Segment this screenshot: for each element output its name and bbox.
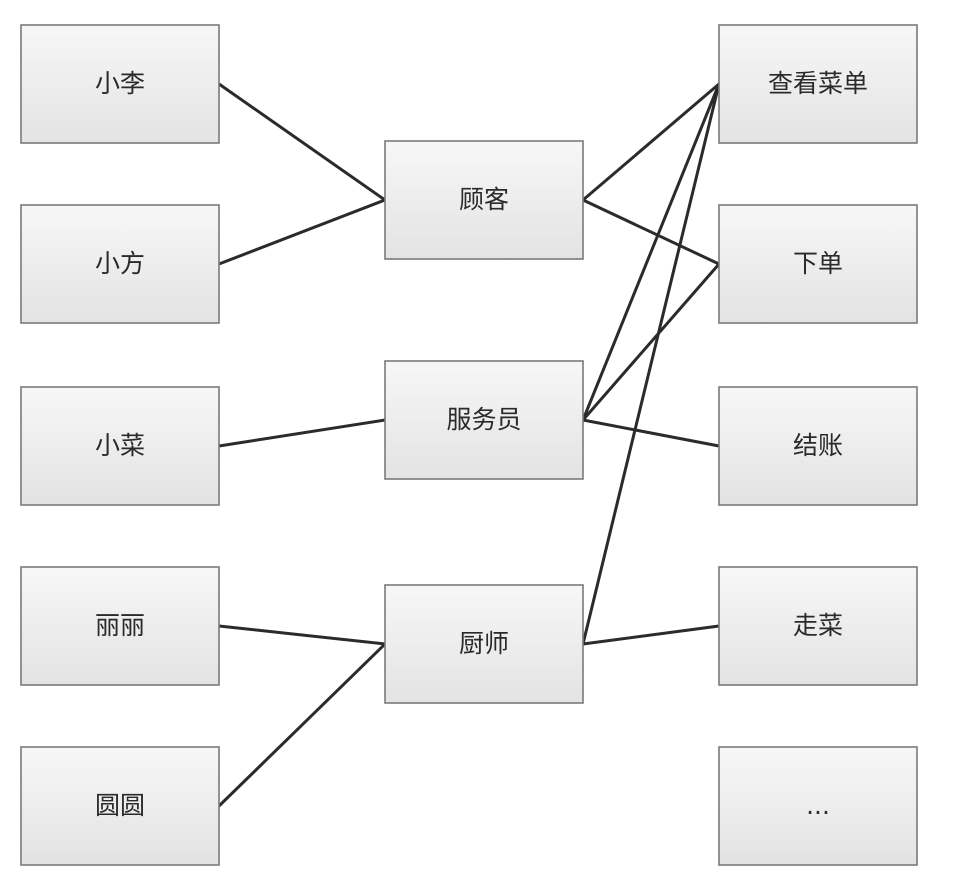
user-label: 小菜 — [95, 431, 145, 460]
edge-yuanyuan-to-chef — [217, 642, 387, 808]
role-node-waiter: 服务员 — [384, 360, 584, 480]
permission-box — [718, 204, 918, 324]
role-node-customer: 顾客 — [384, 140, 584, 260]
edge-xiaofang-to-customer — [217, 198, 387, 266]
permission-node-serve: 走菜 — [718, 566, 918, 686]
role-label: 厨师 — [459, 629, 509, 658]
edge-waiter-to-order — [581, 262, 721, 422]
permission-box — [718, 746, 918, 866]
permission-node-checkout: 结账 — [718, 386, 918, 506]
role-label: 服务员 — [446, 405, 521, 434]
edge-customer-to-view-menu — [581, 82, 721, 202]
connector-lines — [217, 82, 721, 808]
edge-waiter-to-checkout — [581, 418, 721, 448]
role-box — [384, 584, 584, 704]
user-box — [20, 204, 220, 324]
role-node-chef: 厨师 — [384, 584, 584, 704]
user-node-xiaoli: 小李 — [20, 24, 220, 144]
user-node-yuanyuan: 圆圆 — [20, 746, 220, 866]
user-node-xiaocai: 小菜 — [20, 386, 220, 506]
edge-xiaoli-to-customer — [217, 82, 387, 202]
role-label: 顾客 — [459, 185, 509, 214]
edge-chef-to-serve — [581, 624, 721, 646]
edge-customer-to-order — [581, 198, 721, 266]
user-label: 圆圆 — [95, 791, 145, 820]
user-label: 小李 — [95, 69, 145, 98]
edge-lili-to-chef — [217, 624, 387, 646]
user-node-xiaofang: 小方 — [20, 204, 220, 324]
role-box — [384, 140, 584, 260]
permission-label: 下单 — [793, 249, 843, 278]
permission-node-more: ... — [718, 746, 918, 866]
user-box — [20, 746, 220, 866]
permission-label: 查看菜单 — [768, 69, 868, 98]
permission-node-view-menu: 查看菜单 — [718, 24, 918, 144]
permission-label: 走菜 — [793, 611, 843, 640]
permission-box — [718, 24, 918, 144]
permission-node-order: 下单 — [718, 204, 918, 324]
permission-label: ... — [806, 791, 830, 820]
user-box — [20, 386, 220, 506]
role-box — [384, 360, 584, 480]
permission-box — [718, 566, 918, 686]
user-box — [20, 24, 220, 144]
user-box — [20, 566, 220, 686]
user-node-lili: 丽丽 — [20, 566, 220, 686]
user-label: 小方 — [95, 249, 145, 278]
edge-xiaocai-to-waiter — [217, 418, 387, 448]
user-label: 丽丽 — [95, 611, 145, 640]
permission-label: 结账 — [793, 431, 843, 460]
edge-chef-to-view-menu — [581, 82, 721, 646]
edge-waiter-to-view-menu — [581, 82, 721, 422]
permission-box — [718, 386, 918, 506]
